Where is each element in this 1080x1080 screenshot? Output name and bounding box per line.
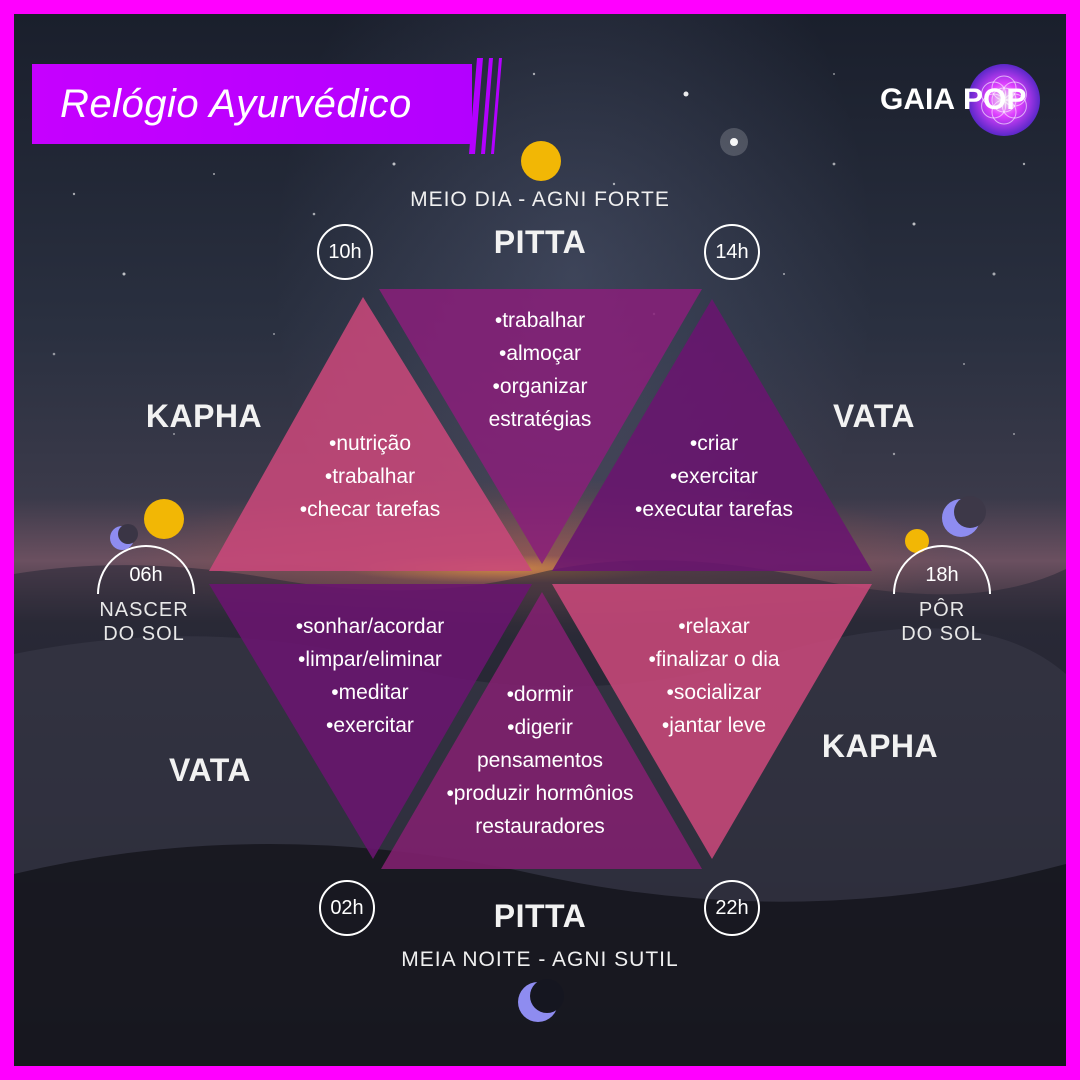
sun-moon-icons [97,141,991,1022]
hour-06h: 06h [129,564,163,586]
flower-of-life-icon [968,64,1040,136]
segment-pitta-midnight [381,592,702,869]
hour-02h: 02h [319,880,375,936]
sunset-caption-line2: DO SOL [901,623,983,645]
title-stripes [469,58,502,154]
list-item: •meditar [331,681,409,704]
sunset-caption: PÔR DO SOL [882,598,1002,646]
sunset-icon [893,496,991,595]
activities-lower-left: •sonhar/acordar •limpar/eliminar •medita… [250,610,490,742]
list-item: •checar tarefas [299,498,441,521]
segment-pitta-noon [379,289,702,564]
segment-kapha-evening [552,584,872,859]
hour-22h: 22h [704,880,760,936]
brand-word-pop: POP [963,83,1027,116]
sunrise-caption-line1: NASCER [99,599,189,621]
brand-logo: GAIA POP [880,64,1040,136]
moon-icon [518,979,564,1022]
segment-kapha-morning [209,297,532,571]
list-item: •exercitar [326,714,414,737]
list-item: •finalizar o dia [648,648,780,671]
dosha-kapha-lower-right: KAPHA [821,728,939,764]
list-item: •dormir [506,683,574,706]
activities-lower-right: •relaxar •finalizar o dia •socializar •j… [594,610,834,742]
segment-vata-dawn [209,584,532,859]
midnight-caption: MEIA NOITE - AGNI SUTIL [401,948,679,971]
list-item: estratégias [488,408,592,431]
sunrise-caption-line2: DO SOL [103,623,185,645]
sunset-caption-line1: PÔR [918,599,966,621]
title-bar: Relógio Ayurvédico [32,64,472,144]
sunrise-caption: NASCER DO SOL [84,598,204,646]
list-item: •socializar [666,681,762,704]
list-item: •trabalhar [494,309,586,332]
list-item: •sonhar/acordar [295,615,445,638]
dosha-vata-upper-right: VATA [833,398,915,434]
list-item: •produzir hormônios [446,782,634,805]
hour-10h: 10h [317,224,373,280]
background-frame: Relógio Ayurvédico GAIA [14,14,1066,1066]
page-title: Relógio Ayurvédico [60,81,412,126]
list-item: •jantar leve [661,714,767,737]
noon-caption: MEIO DIA - AGNI FORTE [410,188,670,211]
hour-14h: 14h [704,224,760,280]
list-item: •limpar/eliminar [298,648,442,671]
dosha-kapha-upper-left: KAPHA [145,398,263,434]
activities-upper-left: •nutrição •trabalhar •checar tarefas [250,427,490,526]
activities-top: •trabalhar •almoçar •organizar estratégi… [420,304,660,436]
dosha-pitta-top: PITTA [493,224,587,260]
dosha-pitta-bottom: PITTA [493,898,587,934]
list-item: restauradores [475,815,605,838]
list-item: •organizar [492,375,588,398]
list-item: •executar tarefas [635,498,793,521]
list-item: pensamentos [476,749,604,772]
hour-18h: 18h [925,564,959,586]
list-item: •criar [689,432,739,455]
activities-bottom: •dormir •digerir pensamentos •produzir h… [420,678,660,843]
list-item: •relaxar [678,615,750,638]
brand-word-gaia: GAIA [880,83,955,116]
list-item: •digerir [507,716,573,739]
activities-upper-right: •criar •exercitar •executar tarefas [594,427,834,526]
dosha-vata-lower-left: VATA [169,752,251,788]
list-item: •exercitar [670,465,758,488]
segment-vata-afternoon [552,299,872,571]
sun-icon [521,141,561,181]
sunrise-icon [97,499,195,595]
ayurvedic-clock-diagram [209,289,872,869]
list-item: •trabalhar [324,465,416,488]
list-item: •almoçar [498,342,582,365]
list-item: •nutrição [328,432,412,455]
